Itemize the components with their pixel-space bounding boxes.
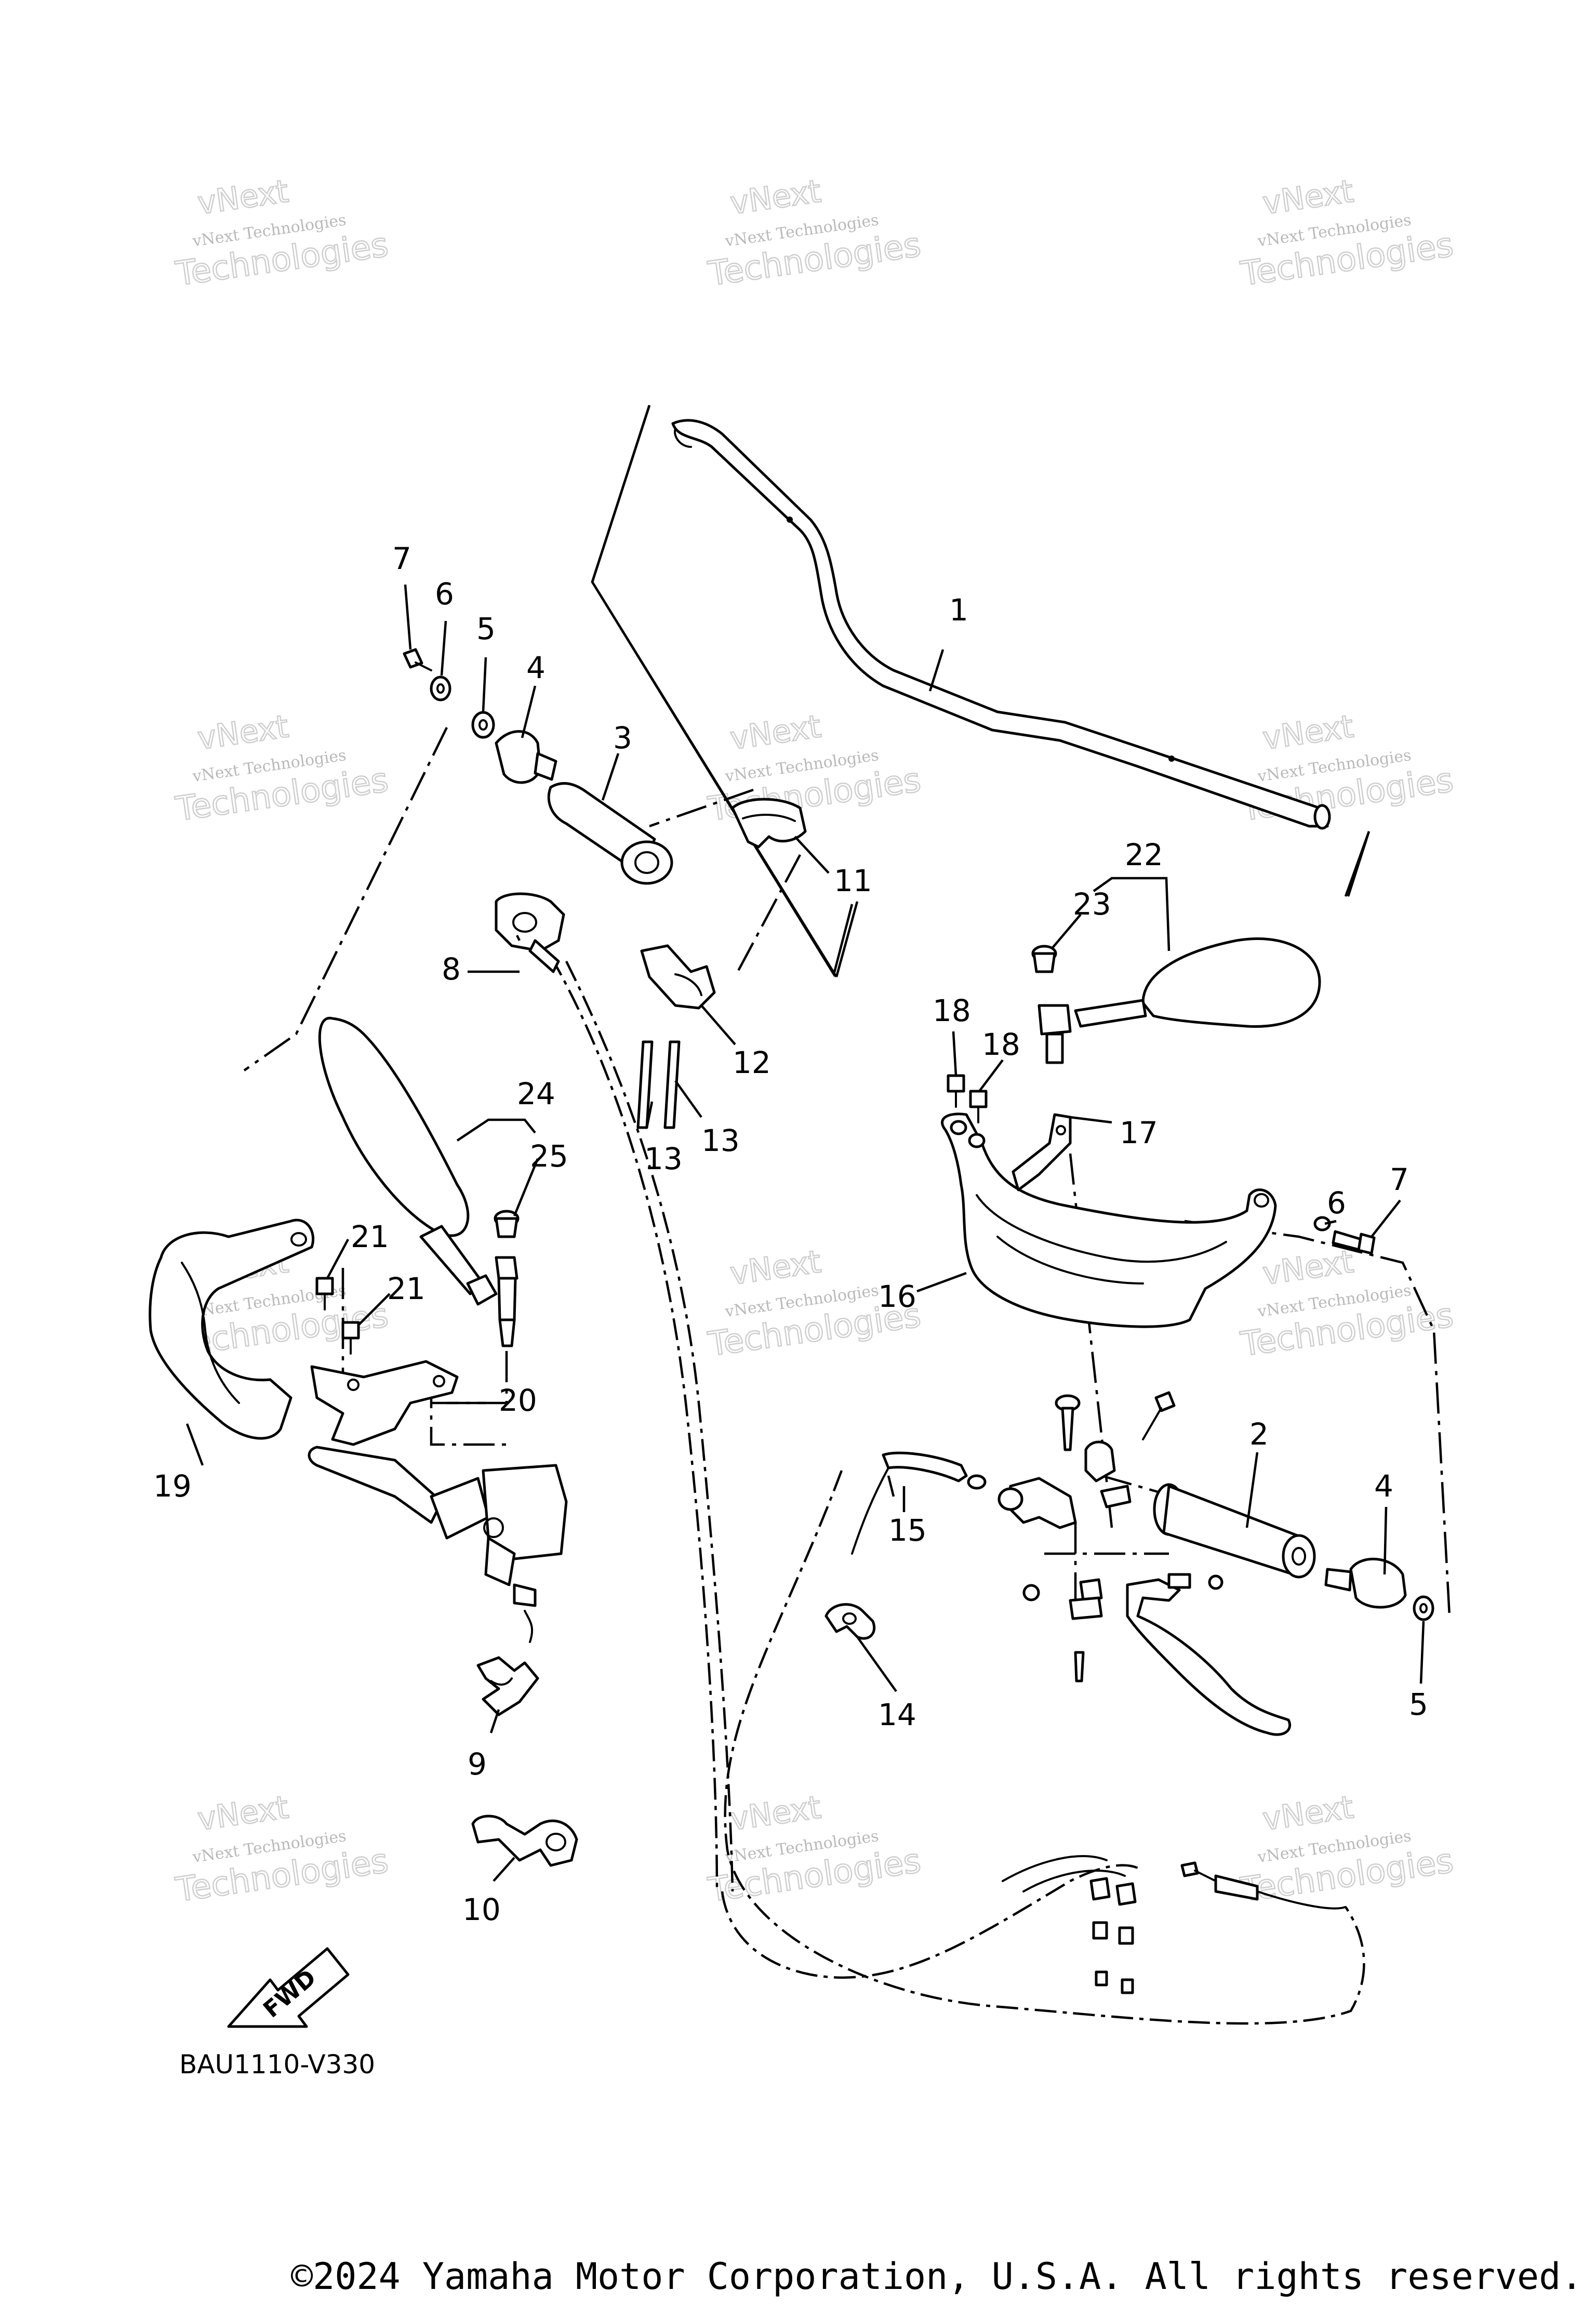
right-mirror (1038, 937, 1321, 1064)
copyright-notice: ©2024 Yamaha Motor Corporation, U.S.A. A… (291, 2255, 1582, 2298)
callout-23: 23 (1073, 886, 1111, 922)
watermark-brand: vNext (728, 173, 823, 222)
model-code: BAU1110-V330 (179, 2049, 375, 2080)
callout-17: 17 (1120, 1115, 1158, 1150)
callout-18: 18 (982, 1027, 1020, 1062)
right-bar-end-weight (1324, 1557, 1407, 1609)
watermark-top-left: vNext vNext Technologies Technologies (172, 173, 391, 294)
callout-13: 13 (644, 1141, 683, 1176)
callout-15: 15 (888, 1513, 927, 1548)
clutch-lever-assembly (308, 1446, 568, 1643)
handlebar-punch-mark (1168, 756, 1175, 762)
brake-switch-parts (1022, 1574, 1223, 1683)
callout-20: 20 (499, 1383, 537, 1418)
handlebar-group-bracket (591, 405, 1371, 978)
watermark-brand: vNext (728, 1243, 823, 1292)
left-handguard (149, 1219, 315, 1440)
right-handguard (941, 1113, 1277, 1328)
handlebar-holder-upper (731, 798, 807, 849)
throttle-grip (1153, 1483, 1316, 1579)
callout-25: 25 (530, 1138, 568, 1174)
callout-21: 21 (387, 1271, 425, 1306)
holder-bolts (636, 1040, 681, 1129)
right-handguard-screws (947, 1074, 988, 1148)
callout-9: 9 (468, 1746, 487, 1782)
left-handguard-bracket (310, 1360, 459, 1446)
cable-clamp-14 (824, 1603, 876, 1640)
left-bolt (403, 648, 432, 671)
handlebar-punch-mark (787, 517, 793, 523)
callout-14: 14 (878, 1697, 916, 1732)
watermark-brand: vNext (195, 173, 290, 222)
callout-7: 7 (392, 541, 411, 576)
callout-8: 8 (442, 951, 461, 987)
right-spacer (1413, 1595, 1434, 1621)
watermark-brand: vNext (1260, 708, 1355, 757)
callout-10: 10 (462, 1892, 501, 1927)
watermark-mid-right: vNext vNext Technologies Technologies (1238, 1243, 1456, 1365)
cable-holder-9 (476, 1656, 539, 1716)
watermark-bottom-right: vNext vNext Technologies Technologies (1238, 1789, 1456, 1910)
left-mirror (318, 1016, 518, 1347)
left-grip (547, 782, 673, 885)
callout-5: 5 (1409, 1687, 1428, 1722)
watermark-brand: vNext (195, 708, 290, 757)
left-spacer (471, 711, 495, 739)
left-washer (430, 676, 451, 701)
callout-18: 18 (933, 993, 971, 1028)
forward-direction-arrow: FWD (227, 1947, 350, 2028)
callouts: 1 2 3 4 4 5 5 6 6 7 7 8 9 10 11 12 13 13… (153, 541, 1428, 1927)
right-handlebar-switch (998, 1391, 1176, 1529)
watermark-upper-center: vNext vNext Technologies Technologies (705, 708, 924, 829)
front-brake-lever (1126, 1573, 1291, 1736)
callout-1: 1 (949, 592, 968, 628)
watermark-bottom-left: vNext vNext Technologies Technologies (172, 1789, 391, 1910)
callout-7: 7 (1390, 1162, 1409, 1197)
watermark-brand: vNext (1260, 1789, 1355, 1838)
throttle-cable-end (851, 1451, 987, 1555)
watermark-brand: vNext (1260, 1243, 1355, 1292)
left-handlebar-switch (495, 892, 565, 973)
right-handguard-bracket (1012, 1113, 1072, 1191)
watermark-brand: vNext (1260, 173, 1355, 222)
callout-12: 12 (733, 1045, 771, 1080)
callout-22: 22 (1125, 837, 1163, 872)
callout-16: 16 (878, 1279, 916, 1314)
left-mirror-cap (494, 1210, 520, 1238)
callout-5: 5 (476, 611, 496, 646)
handlebar-holder-lower (640, 944, 716, 1010)
right-mirror-cap (1031, 945, 1057, 973)
watermark-brand: vNext (195, 1789, 290, 1838)
callout-2: 2 (1249, 1416, 1269, 1452)
watermark-upper-left: vNext vNext Technologies Technologies (172, 708, 391, 829)
callout-4: 4 (526, 650, 546, 685)
callout-6: 6 (435, 576, 454, 612)
left-bar-end-weight (495, 730, 557, 784)
handlebar (591, 405, 1371, 977)
callout-24: 24 (517, 1076, 555, 1111)
leader-lines (185, 584, 1425, 1882)
watermark-top-right: vNext vNext Technologies Technologies (1238, 173, 1456, 294)
callout-21: 21 (351, 1219, 389, 1254)
callout-13: 13 (701, 1123, 740, 1158)
watermark-brand: vNext (728, 1789, 823, 1838)
callout-3: 3 (613, 720, 632, 756)
watermark-brand: vNext (728, 708, 823, 757)
callout-11: 11 (834, 863, 872, 898)
callout-6: 6 (1327, 1185, 1346, 1221)
throttle-cable-ends-lower (1002, 1855, 1347, 1994)
cable-clamp-10 (471, 1815, 578, 1867)
watermark-top-center: vNext vNext Technologies Technologies (705, 173, 924, 294)
callout-4: 4 (1374, 1468, 1393, 1504)
callout-19: 19 (153, 1468, 192, 1504)
